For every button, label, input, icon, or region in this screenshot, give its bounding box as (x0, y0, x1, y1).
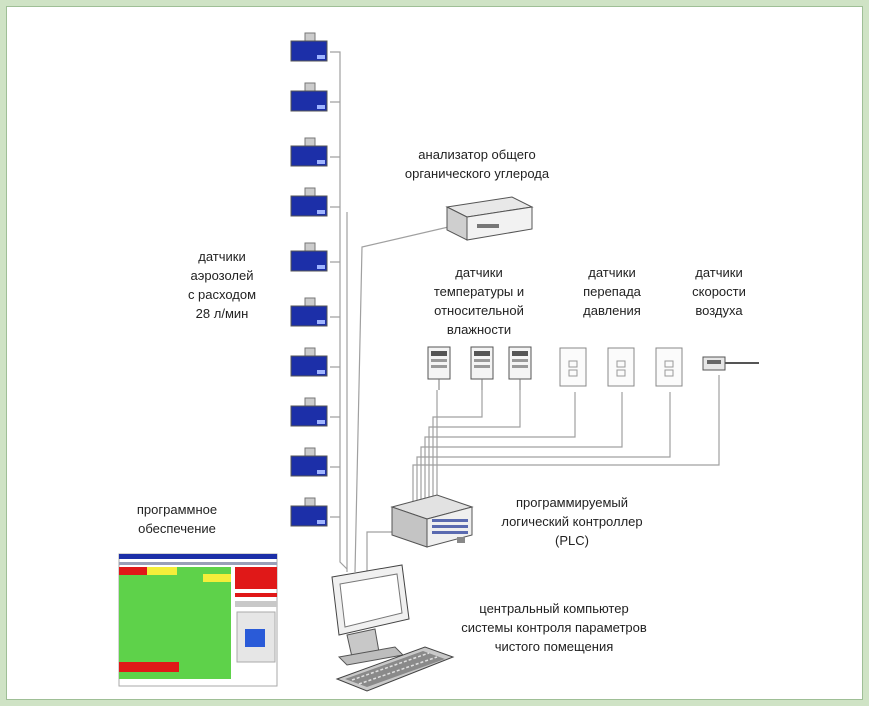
analyzer-box-icon (445, 196, 534, 241)
temperature-humidity-sensor-icon (470, 346, 494, 390)
temperature-humidity-sensors (427, 346, 532, 390)
aerosol-sensor-icon (290, 82, 328, 112)
plc-label: программируемый логический контроллер (P… (501, 495, 643, 548)
aerosol-sensor-icon (290, 347, 328, 377)
pressure-sensors-label: датчики перепада давления (583, 265, 641, 318)
temperature-humidity-label: датчики температуры и относительной влаж… (433, 265, 525, 337)
airspeed-probe-icon (702, 356, 759, 371)
software-screenshot-icon (118, 553, 278, 687)
analyzer-wire (354, 224, 458, 573)
aerosol-sensor-icon (290, 242, 328, 272)
aerosol-sensor-icon (290, 32, 328, 62)
aerosol-bus-wire (330, 51, 348, 570)
diagram-frame: анализатор общего органического углерода… (6, 6, 863, 700)
plc-computer-wire (366, 531, 397, 577)
th3-wire (428, 390, 521, 502)
pressure-sensor-icon (559, 347, 587, 387)
aerosol-sensors-label: датчики аэрозолей с расходом 28 л/мин (187, 249, 257, 321)
keyboard-icon (335, 646, 455, 692)
temperature-humidity-sensor-icon (427, 346, 451, 390)
dp1-wire (424, 392, 576, 502)
pressure-sensor-icon (655, 347, 683, 387)
analyzer-label: анализатор общего органического углерода (404, 147, 550, 181)
airspeed-sensors-label: датчики скорости воздуха (692, 265, 746, 318)
pressure-sensor-icon (607, 347, 635, 387)
plc-controller-icon (390, 494, 474, 548)
aerosol-sensor-icon (290, 137, 328, 167)
aerosol-sensor-icon (290, 397, 328, 427)
aerosol-sensor-icon (290, 447, 328, 477)
aerosol-sensor-icon (290, 187, 328, 217)
dp2-wire (420, 392, 623, 502)
system-diagram (118, 32, 759, 692)
airspeed-wire (412, 375, 720, 502)
dp3-wire (416, 392, 671, 502)
monitor-icon (331, 564, 410, 666)
software-label: программное обеспечение (136, 502, 218, 536)
pressure-sensors (559, 347, 683, 387)
aerosol-sensor-icon (290, 497, 328, 527)
temperature-humidity-sensor-icon (508, 346, 532, 390)
aerosol-sensor-icon (290, 297, 328, 327)
th2-wire (432, 390, 483, 502)
wiring (330, 51, 720, 577)
computer-label: центральный компьютер системы контроля п… (461, 601, 647, 654)
aerosol-sensors (290, 32, 328, 527)
